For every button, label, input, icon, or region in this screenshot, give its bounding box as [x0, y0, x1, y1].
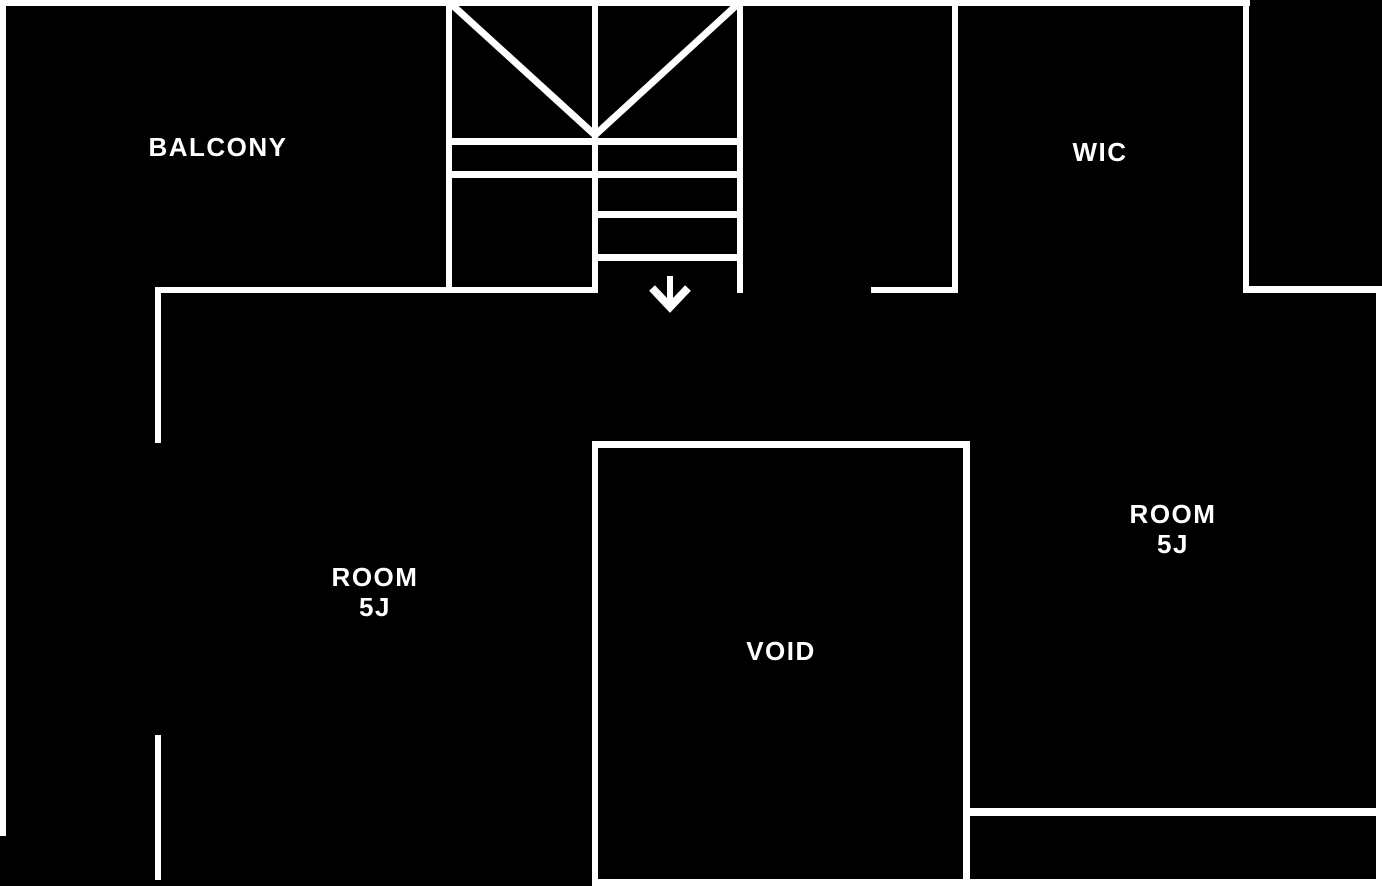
wall-right-border — [1376, 286, 1382, 886]
room-left-label: ROOM 5J — [332, 562, 419, 622]
wall-stair-left — [446, 0, 452, 293]
wall-left-border — [0, 0, 6, 836]
room-left-label-line1: ROOM — [331, 562, 419, 592]
wall-bottom-border — [592, 879, 1382, 886]
wall-void-left — [592, 441, 598, 886]
void-label: VOID — [746, 636, 816, 666]
wall-outer-top-right — [1243, 286, 1377, 293]
wall-top-border — [0, 0, 1250, 6]
stair-diagonal-left — [446, 0, 599, 139]
stair-landing-line-lower — [452, 171, 737, 178]
stair-diagonal-right — [591, 0, 743, 139]
room-left-label-line2: 5J — [359, 592, 391, 622]
wic-label: WIC — [1072, 137, 1128, 167]
wall-stair-center — [592, 0, 598, 293]
wall-wic-left — [952, 0, 958, 293]
wall-wic-right — [1243, 0, 1249, 293]
wall-room-right-bottom — [963, 808, 1382, 816]
stair-tread-line-1 — [598, 211, 737, 218]
wall-void-right-divider — [963, 441, 970, 886]
wall-void-top — [592, 441, 970, 448]
room-right-label: ROOM 5J — [1130, 499, 1217, 559]
wall-hall-top-east — [871, 287, 958, 293]
wall-left-room-upper — [155, 287, 161, 443]
stairs-down-arrow-icon — [649, 276, 691, 313]
wall-stair-right — [737, 0, 743, 293]
stair-landing-line-upper — [452, 138, 737, 145]
wall-hall-top-west — [155, 287, 597, 293]
room-right-label-line2: 5J — [1157, 529, 1189, 559]
stair-tread-line-2 — [598, 254, 737, 261]
balcony-label: BALCONY — [148, 132, 288, 162]
room-right-label-line1: ROOM — [1129, 499, 1217, 529]
wall-left-room-lower — [155, 735, 161, 880]
